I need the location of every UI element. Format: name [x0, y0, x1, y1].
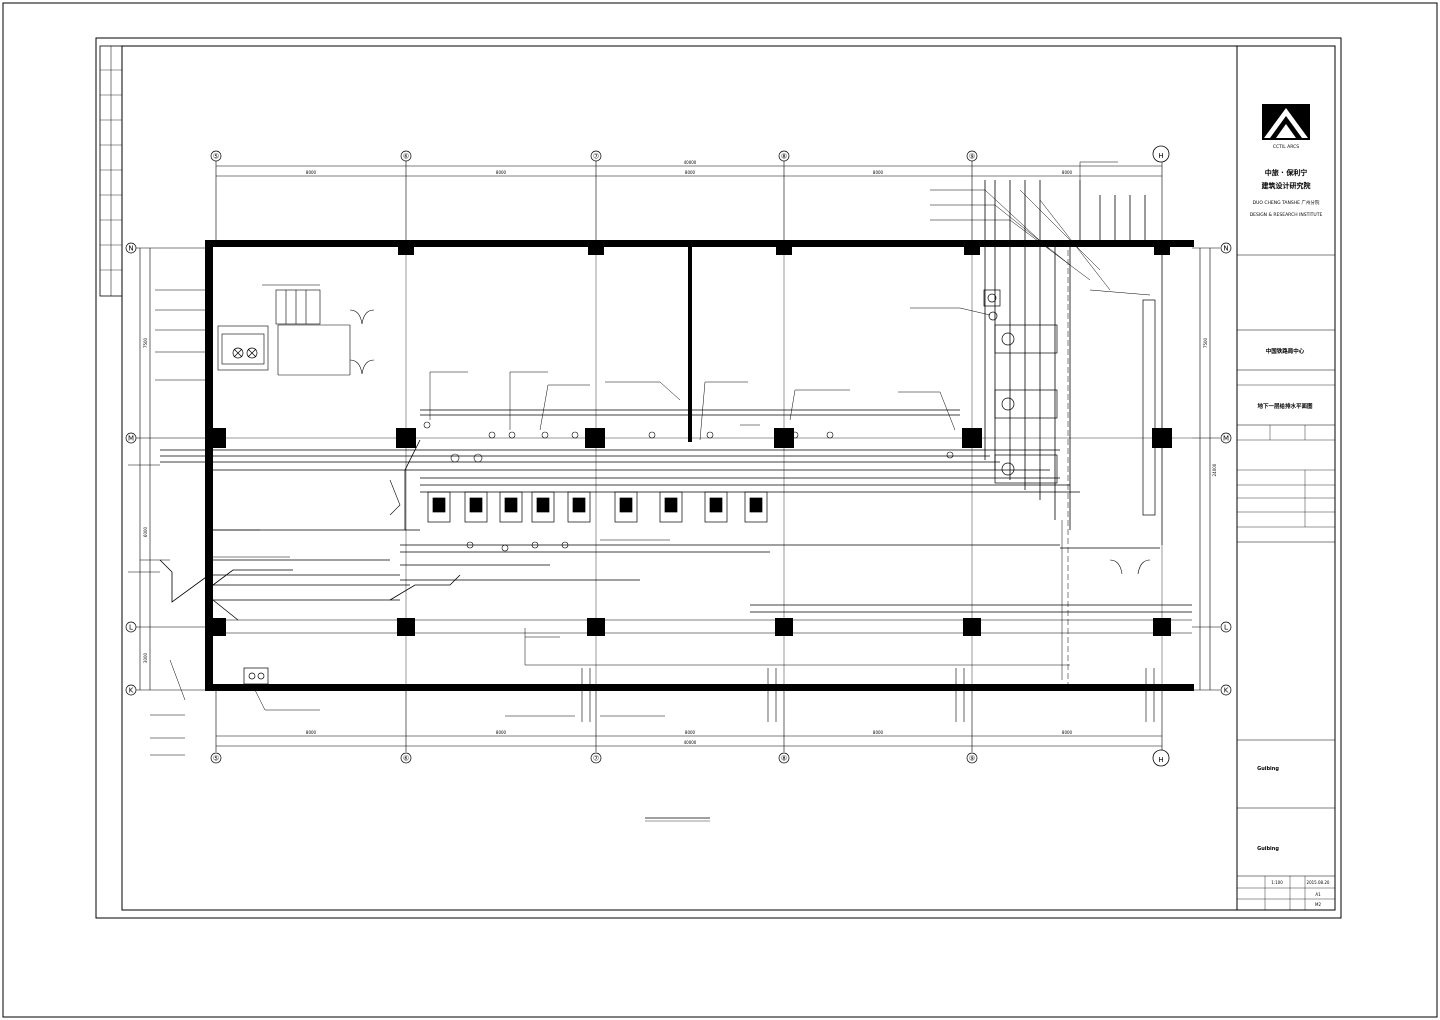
axis-label-bottom-5: ⑨ [969, 755, 975, 763]
axis-label-right-4: K [1224, 687, 1229, 695]
dim-left-bay-3: 3000 [143, 652, 148, 663]
valve-fittings [423, 421, 954, 552]
dim-top-bay-4: 8000 [873, 170, 884, 175]
leader-lines-left [128, 289, 665, 756]
grid-axis-lines [210, 240, 1192, 690]
axis-label-top-3: ⑦ [593, 153, 599, 161]
floor-drain-box [243, 667, 269, 685]
axis-bubbles-side [125, 242, 1232, 696]
axis-label-left-4: K [129, 687, 134, 695]
signature-1: Guibing [1257, 766, 1279, 772]
drawing-title: 地下一层给排水平面图 [1257, 402, 1313, 410]
dim-left-bay-4: 7500 [1203, 337, 1208, 348]
dim-total-top: 40000 [684, 160, 697, 165]
dim-bottom-bay-4: 8000 [873, 730, 884, 735]
institute-logo [1262, 104, 1310, 140]
logo-caption: CCTIL ARCS [1273, 144, 1299, 150]
wall-sleeves-bottom [581, 668, 1155, 722]
scale-value: 1:100 [1271, 880, 1283, 885]
diagonal-leaders-right [930, 161, 1151, 296]
date-value: 2015.08.20 [1307, 880, 1330, 885]
institute-name-cn-2: 建筑设计研究院 [1262, 181, 1311, 190]
institute-name-en-2: DESIGN & RESEARCH INSTITUTE [1250, 212, 1323, 218]
side-dimension-lines [132, 247, 1220, 691]
pipe-runs-horizontal [160, 409, 1192, 613]
axis-label-bottom-1: ⑤ [213, 755, 219, 763]
axis-bubbles-bottom [210, 749, 1170, 767]
dim-right-total: 24000 [1212, 463, 1217, 476]
axis-label-top-2: ⑥ [403, 153, 409, 161]
pump-symbols-left [232, 347, 258, 359]
pipe-risers-right [984, 180, 1146, 530]
pipe-bends-left [159, 439, 461, 621]
title-block [1236, 45, 1336, 911]
axis-label-left-1: N [128, 245, 133, 253]
axis-label-bottom-6: H [1158, 756, 1163, 764]
leader-lines-center [429, 307, 1070, 680]
top-dimension-lines [215, 158, 1163, 240]
sheet-no: A1 [1315, 892, 1321, 897]
dim-top-bay-1: 8000 [306, 170, 317, 175]
axis-label-top-4: ⑧ [781, 153, 787, 161]
dim-left-bay-2: 6000 [143, 526, 148, 537]
axis-label-left-2: M [128, 435, 134, 443]
axis-label-left-3: L [129, 624, 133, 632]
axis-label-top-1: ⑤ [213, 153, 219, 161]
dim-top-bay-5: 8000 [1062, 170, 1073, 175]
axis-label-bottom-3: ⑦ [593, 755, 599, 763]
dim-bottom-bay-2: 8000 [496, 730, 507, 735]
sleeve-markers [580, 686, 1156, 690]
left-binding-strip [99, 45, 123, 297]
equipment-units-right [983, 289, 1156, 516]
dim-top-bay-3: 8000 [685, 170, 696, 175]
dim-total-bottom: 40000 [684, 740, 697, 745]
axis-label-right-2: M [1223, 435, 1229, 443]
dim-left-bay-1: 7500 [143, 337, 148, 348]
structural-columns [208, 241, 1172, 636]
dim-bottom-bay-3: 8000 [685, 730, 696, 735]
project-name: 中国铁路局中心 [1266, 347, 1305, 355]
axis-bubbles-top [210, 145, 1170, 163]
dim-top-bay-2: 8000 [496, 170, 507, 175]
stair-room [217, 284, 351, 376]
corridor-lines [213, 247, 1192, 634]
axis-label-top-5: ⑨ [969, 153, 975, 161]
axis-label-bottom-4: ⑧ [781, 755, 787, 763]
axis-label-right-1: N [1223, 245, 1228, 253]
signature-2: Guibing [1257, 846, 1279, 852]
axis-label-top-6: H [1158, 152, 1163, 160]
equipment-row-center [427, 491, 768, 523]
dim-bottom-bay-5: 8000 [1062, 730, 1073, 735]
institute-name-en-1: DUO CHENG TANSHE 广州分院 [1253, 199, 1320, 206]
dim-bottom-bay-1: 8000 [306, 730, 317, 735]
drawing-no: M2 [1315, 902, 1321, 907]
drawing-frame [95, 37, 1342, 919]
building-walls [205, 240, 1194, 691]
door-swings [349, 309, 1151, 575]
bottom-dimension-lines [215, 690, 1163, 752]
axis-label-right-3: L [1224, 624, 1228, 632]
institute-name-cn-1: 中旅 · 保利宁 [1265, 168, 1308, 177]
axis-label-bottom-2: ⑥ [403, 755, 409, 763]
